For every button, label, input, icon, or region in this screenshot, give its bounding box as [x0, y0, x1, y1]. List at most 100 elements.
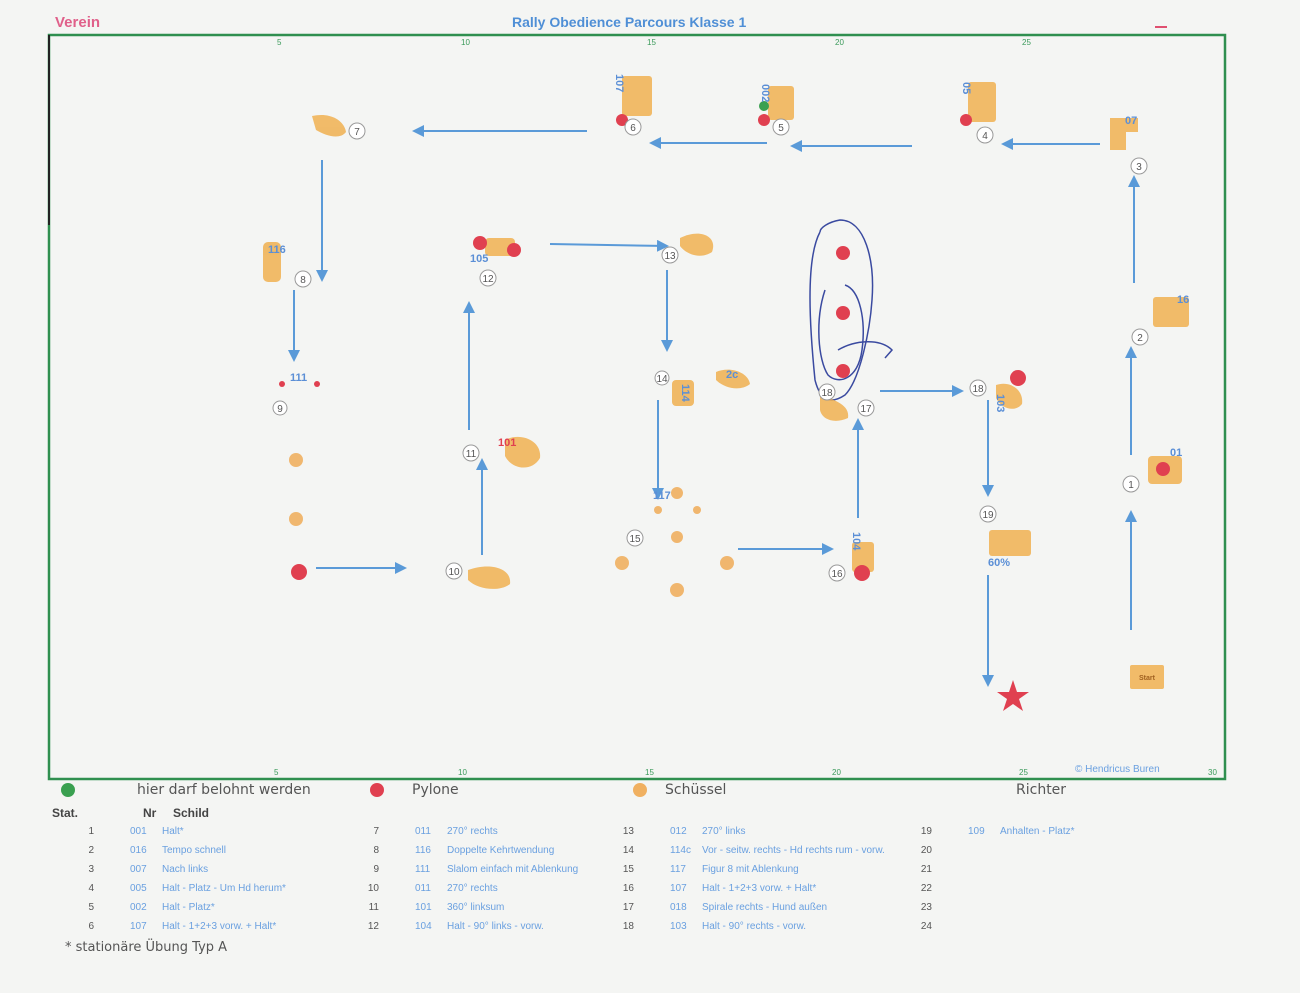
pylon [836, 246, 850, 260]
pylon [758, 114, 770, 126]
station-4: 4 [982, 131, 988, 142]
pylon [836, 306, 850, 320]
sign-numbers: 01 16 07 116 111 105 101 117 60% 2c Star… [268, 115, 1189, 682]
station-15: 15 [629, 534, 641, 545]
row-nr: 018 [670, 902, 687, 913]
bowl [615, 556, 629, 570]
row-nr: 016 [130, 845, 147, 856]
station-3: 3 [1136, 162, 1142, 173]
row-schild: Halt - 1+2+3 vorw. + Halt* [162, 921, 277, 932]
row-stat: 19 [920, 826, 932, 837]
sign-05 [968, 82, 996, 122]
row-schild: Halt* [162, 826, 184, 837]
row-schild: Figur 8 mit Ablenkung [702, 864, 799, 875]
sign-label-2c: 2c [726, 369, 738, 381]
header-mark [1155, 26, 1167, 28]
row-stat: 22 [920, 883, 932, 894]
row-nr: 002 [130, 902, 147, 913]
row-schild: Anhalten - Platz* [1000, 826, 1075, 837]
sign-label-103: 103 [994, 394, 1006, 412]
pylon [291, 564, 307, 580]
sign-label-60: 60% [988, 557, 1010, 569]
row-schild: Doppelte Kehrtwendung [447, 845, 555, 856]
pylon [1156, 462, 1170, 476]
row-schild: Spirale rechts - Hund außen [702, 902, 828, 913]
finish-star [997, 680, 1029, 711]
sign-103 [996, 383, 1023, 409]
sign-label-107: 107 [613, 74, 625, 92]
tick-top: 5 [277, 38, 282, 47]
tick-bottom: 5 [274, 768, 279, 777]
station-12: 12 [482, 274, 494, 285]
col-schild: Schild [173, 806, 210, 820]
tick-bottom: 30 [1208, 768, 1217, 777]
row-schild: 270° rechts [447, 883, 498, 894]
sign-16 [1153, 297, 1189, 327]
tick-top: 20 [835, 38, 844, 47]
row-stat: 7 [373, 826, 379, 837]
row-nr: 101 [415, 902, 432, 913]
station-16: 16 [831, 569, 843, 580]
row-stat: 11 [368, 902, 379, 913]
tick-top: 25 [1022, 38, 1031, 47]
row-stat: 13 [622, 826, 634, 837]
row-schild: Halt - Platz - Um Hd herum* [162, 883, 286, 894]
pylon [616, 114, 628, 126]
row-schild: Vor - seitw. rechts - Hd rechts rum - vo… [702, 845, 885, 856]
course-arrows [288, 125, 1140, 687]
station-17: 17 [860, 404, 872, 415]
bowl [654, 506, 662, 514]
sign-label-105: 105 [470, 253, 488, 265]
pylon [1010, 370, 1026, 386]
verein-label: Verein [55, 14, 101, 31]
sign-011 [312, 114, 346, 137]
station-18: 18 [972, 384, 984, 395]
row-stat: 23 [920, 902, 932, 913]
row-stat: 6 [88, 921, 94, 932]
sign-109 [989, 530, 1031, 556]
bowl-dot [633, 783, 647, 797]
bowls [289, 453, 734, 597]
sign-011b [468, 566, 511, 589]
sign-002 [768, 86, 794, 120]
sign-label-05: 05 [960, 82, 972, 94]
sign-label-104: 104 [850, 532, 862, 551]
bowl [671, 531, 683, 543]
sign-label-114: 114 [679, 384, 691, 403]
pylon [507, 243, 521, 257]
station-8: 8 [300, 275, 306, 286]
row-stat: 4 [88, 883, 94, 894]
row-stat: 16 [622, 883, 634, 894]
row-nr: 109 [968, 826, 985, 837]
row-schild: 360° linksum [447, 902, 505, 913]
tick-bottom: 10 [458, 768, 467, 777]
sign-label-101: 101 [498, 437, 516, 449]
station-6: 6 [630, 123, 636, 134]
pylon-dot [370, 783, 384, 797]
sign-label-116: 116 [268, 244, 286, 256]
footnote: * stationäre Übung Typ A [65, 940, 228, 955]
row-stat: 12 [367, 921, 379, 932]
row-nr: 116 [415, 845, 431, 856]
sign-label-002: 002 [759, 84, 771, 102]
row-nr: 114c [670, 845, 691, 856]
row-nr: 011 [415, 826, 431, 837]
station-14: 14 [656, 374, 668, 385]
tick-bottom: 20 [832, 768, 841, 777]
pylon [836, 364, 850, 378]
pylon [314, 381, 320, 387]
row-stat: 8 [373, 845, 379, 856]
row-nr: 012 [670, 826, 687, 837]
sign-2c [716, 369, 750, 389]
row-stat: 14 [622, 845, 634, 856]
sign-label-07: 07 [1125, 115, 1137, 127]
field-border [47, 33, 1227, 781]
legend-bowl: Schüssel [665, 782, 727, 798]
row-schild: Halt - 90° rechts - vorw. [702, 921, 807, 932]
pylon [473, 236, 487, 250]
station-5: 5 [778, 123, 784, 134]
row-schild: Tempo schnell [162, 845, 226, 856]
row-schild: Halt - 1+2+3 vorw. + Halt* [702, 883, 817, 894]
bowl [720, 556, 734, 570]
row-stat: 9 [373, 864, 379, 875]
